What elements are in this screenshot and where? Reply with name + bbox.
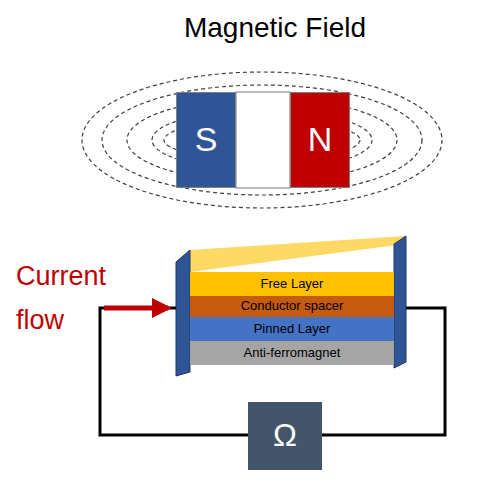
node-text: Free Layer xyxy=(261,277,324,291)
magnet-pole: N xyxy=(290,92,350,188)
layer-band: Free Layer xyxy=(190,272,394,296)
node-text: Ω xyxy=(273,418,297,453)
magnet-pole: S xyxy=(176,92,236,188)
layer-band: Anti-ferromagnet xyxy=(190,341,394,365)
node-text: Pinned Layer xyxy=(254,322,331,336)
diagram-title: Magnetic Field xyxy=(150,12,400,44)
node-text: Conductor spacer xyxy=(241,299,344,313)
node-text: S xyxy=(195,121,218,158)
free-layer-top xyxy=(190,236,405,272)
magnet-middle xyxy=(236,92,290,188)
left-electrode xyxy=(176,250,190,376)
ohmmeter-box: Ω xyxy=(248,402,322,470)
node-text: N xyxy=(308,121,333,158)
annotation-label: Current flow xyxy=(16,254,136,342)
layer-band: Conductor spacer xyxy=(190,296,394,317)
node-text: Anti-ferromagnet xyxy=(244,346,341,360)
layer-band: Pinned Layer xyxy=(190,317,394,341)
right-electrode xyxy=(394,236,406,368)
current-arrow xyxy=(104,306,168,311)
field-lines xyxy=(82,72,442,208)
